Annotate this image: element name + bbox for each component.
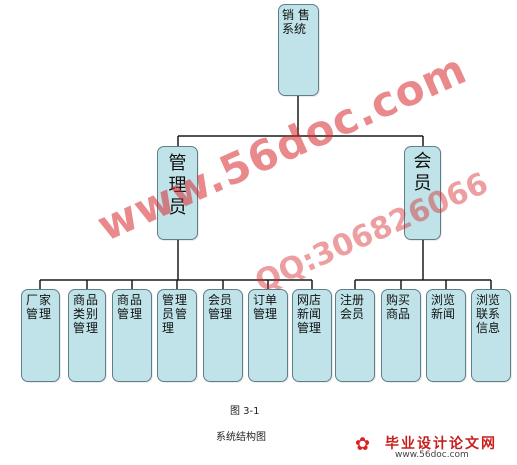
brand-name: 毕业设计论文网 [385, 436, 497, 452]
watermark-brand: ✿ 毕业设计论文网 www.56doc.com [355, 430, 515, 462]
node-member-child-3: 浏览联系信息 [471, 289, 511, 382]
node-member-child-0: 注册会员 [335, 289, 375, 382]
figure-number: 图 3-1 [230, 406, 260, 417]
node-member: 会员 [404, 146, 441, 240]
node-member-child-2: 浏览新闻 [426, 289, 466, 382]
node-admin-child-3: 管理员管理 [157, 289, 197, 382]
figure-title: 系统结构图 [216, 432, 266, 443]
node-admin-child-6: 网店新闻管理 [292, 289, 332, 382]
node-admin-child-1: 商品类别管理 [68, 289, 106, 382]
node-admin-child-5: 订单管理 [248, 289, 288, 382]
brand-url: www.56doc.com [395, 450, 469, 460]
brand-logo-icon: ✿ [355, 434, 371, 455]
node-admin: 管理员 [157, 146, 198, 240]
node-admin-child-4: 会员管理 [203, 289, 243, 382]
node-root: 销 售 系统 [278, 4, 319, 96]
node-admin-child-2: 商品管理 [112, 289, 152, 382]
node-member-child-1: 购买商品 [381, 289, 421, 382]
node-admin-child-0: 厂家管理 [21, 289, 60, 382]
